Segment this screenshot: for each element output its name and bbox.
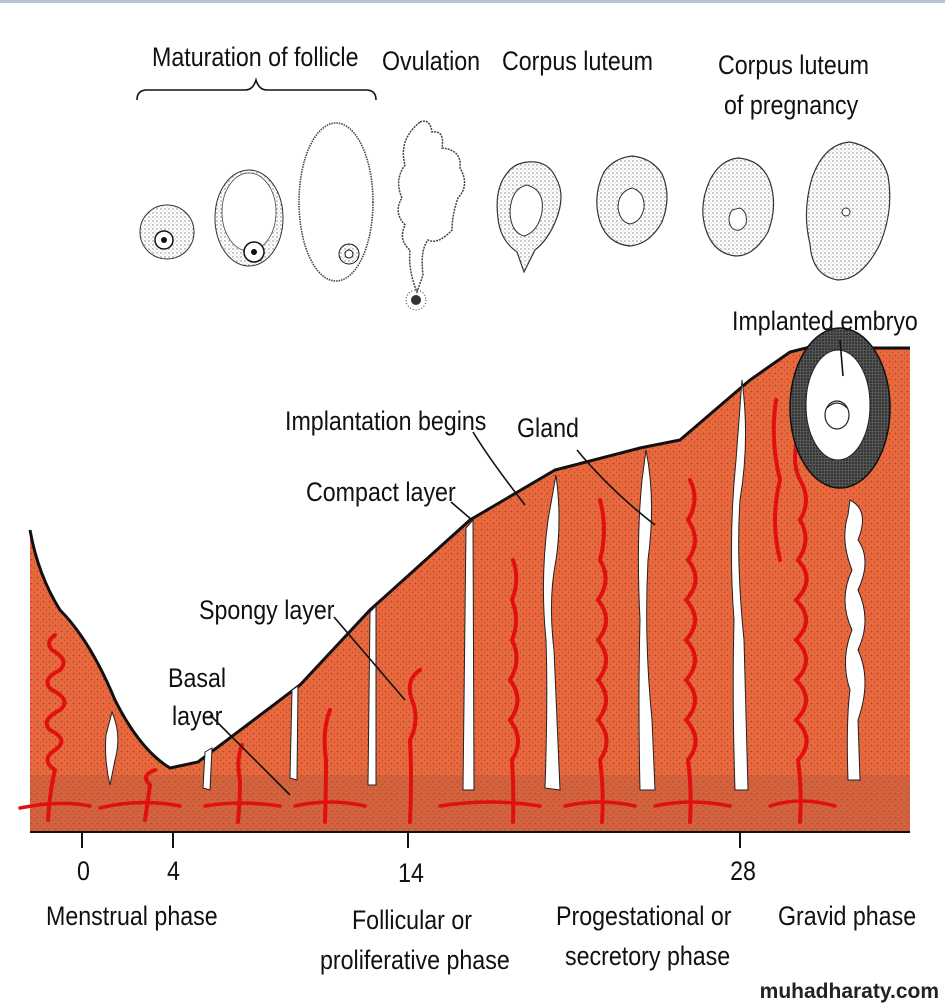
basal-label-1: Basal xyxy=(168,663,227,693)
maturation-bracket xyxy=(136,77,377,101)
implanted-embryo xyxy=(789,327,891,489)
leader-lines xyxy=(209,339,844,796)
follicle-mature xyxy=(298,122,374,282)
day-ticks xyxy=(81,832,741,848)
day-tick-28: 28 xyxy=(730,856,756,886)
corpus-luteum-label: Corpus luteum xyxy=(502,46,654,76)
follicular-phase-label-2: proliferative phase xyxy=(320,945,510,975)
implantation-begins-label: Implantation begins xyxy=(285,406,487,436)
corpus-luteum-mature xyxy=(596,155,668,247)
follicle-secondary xyxy=(214,169,284,267)
corpus-luteum-early xyxy=(496,161,562,274)
progestational-phase-label-2: secretory phase xyxy=(565,941,731,971)
implanted-embryo-label: Implanted embryo xyxy=(732,306,918,336)
day-tick-0: 0 xyxy=(77,856,90,886)
slide-top-border xyxy=(0,0,945,3)
follicular-phase-label-1: Follicular or xyxy=(352,905,473,935)
corpus-luteum-pregnancy xyxy=(805,141,891,281)
corpus-luteum-late xyxy=(702,157,775,257)
follicle-primary xyxy=(139,204,195,260)
menstrual-phase-label: Menstrual phase xyxy=(46,901,218,931)
day-tick-14: 14 xyxy=(398,858,424,888)
corpus-luteum-pregnancy-label-1: Corpus luteum xyxy=(718,50,870,80)
corpus-luteum-pregnancy-label-2: of pregnancy xyxy=(724,90,859,120)
spiral-arteries xyxy=(44,398,809,824)
ovulation-label: Ovulation xyxy=(382,46,481,76)
spongy-layer-label: Spongy layer xyxy=(199,595,335,625)
basal-label-2: layer xyxy=(172,701,223,731)
endometrium-surface xyxy=(28,340,910,770)
watermark: muhadharaty.com xyxy=(759,980,939,1003)
gland-label: Gland xyxy=(517,413,579,443)
gravid-phase-label: Gravid phase xyxy=(778,901,917,931)
basal-vessels xyxy=(18,799,837,810)
progestational-phase-label-1: Progestational or xyxy=(556,901,732,931)
maturation-label: Maturation of follicle xyxy=(152,42,359,72)
ovulation-follicle xyxy=(397,120,466,311)
compact-layer-label: Compact layer xyxy=(306,477,456,507)
glands xyxy=(105,379,866,791)
day-tick-4: 4 xyxy=(167,856,180,886)
